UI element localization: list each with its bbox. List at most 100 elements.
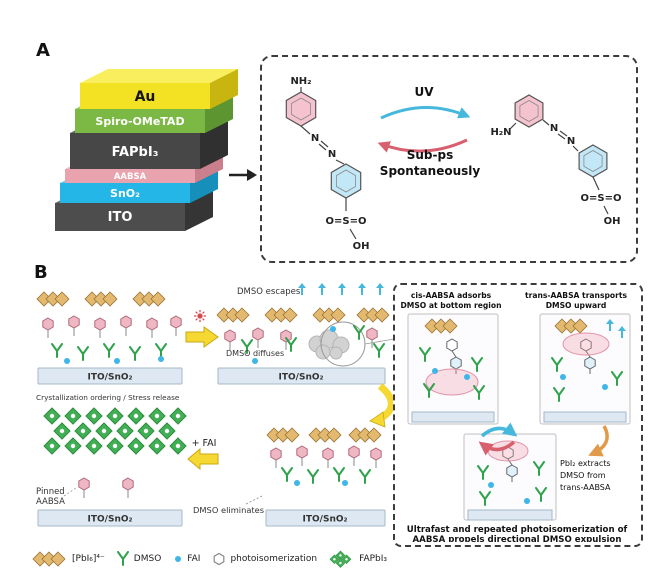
cis-hydroxyl-label: OH (353, 241, 370, 252)
process-arrow-right (185, 326, 219, 348)
trans-azo-n1-label: N (550, 123, 558, 134)
aabsa-icon (322, 447, 334, 469)
fai-icon (114, 358, 120, 364)
pinned-aabsa-icon (78, 477, 90, 499)
layer-label-ito: ITO (108, 210, 133, 225)
aabsa-icon (270, 447, 282, 469)
dmso-icon (281, 467, 293, 482)
pbi6-chain-icon (356, 307, 390, 323)
stack-to-scheme-arrow-icon (229, 169, 257, 181)
trans-azo-n2-label: N (567, 136, 575, 147)
dmso-cluster (308, 329, 350, 360)
legend-label: [PbI₆]⁴⁻ (72, 554, 105, 564)
legend-label: DMSO (133, 554, 162, 564)
layer-label-aabsa: AABSA (114, 172, 147, 182)
uv-arrow (380, 106, 471, 120)
dmso-escapes-label: DMSO escapes (237, 287, 301, 297)
fai-icon (294, 480, 300, 486)
pbi6-chain-icon (266, 427, 300, 443)
aabsa-icon (348, 445, 360, 467)
trans-amine-ring (514, 94, 544, 128)
legend: [PbI₆]⁴⁻ DMSO FAI photoisomerization FAP… (32, 550, 387, 568)
inset-panel-trans-transport (539, 313, 631, 425)
aabsa-icon (252, 327, 264, 349)
reverse-arrow (377, 138, 468, 153)
reaction-arrows: UV Sub-ps Spontaneously (377, 85, 481, 178)
cis-aabsa-molecule: NH₂ N N O=S=O OH (285, 76, 370, 252)
scene-dmso-elimination: ITO/SnO₂ DMSO eliminates (193, 427, 386, 527)
panel-b-label: B (34, 262, 48, 283)
cycle-arrow-red (478, 440, 516, 456)
spontaneously-label: Spontaneously (380, 164, 481, 178)
fai-icon (252, 358, 258, 364)
eliminates-pointer-line (245, 495, 263, 505)
up-arrow-icon (375, 282, 385, 296)
pbi6-chain-icon (424, 318, 458, 334)
inset-graphic: cis-AABSA adsorbs DMSO at bottom region … (400, 291, 631, 542)
cycle-arrow-cyan (480, 422, 518, 438)
panel-a-label: A (36, 40, 50, 61)
trans-caption-2: DMSO upward (546, 301, 607, 310)
aabsa-icon (296, 445, 308, 467)
pinned-aabsa-label-1: Pinned (36, 487, 65, 497)
photoswitch-scheme-graphic: NH₂ N N O=S=O OH UV Sub-ps Spontaneously (285, 76, 621, 252)
substrate-bar (37, 367, 183, 385)
light-icon (193, 309, 207, 323)
subps-label: Sub-ps (407, 148, 454, 162)
scene-initial: ITO/SnO₂ (36, 291, 183, 385)
dmso-icon (333, 467, 345, 482)
cis-azo-n2-label: N (328, 149, 336, 160)
substrate-bar (467, 509, 553, 521)
extract-caption-1: PbI₂ extracts (560, 459, 611, 468)
pbi6-chain-icon (36, 291, 70, 307)
mechanism-graphic: ITO/SnO₂ DMSO escapes (36, 282, 395, 527)
legend-label: photoisomerization (230, 554, 318, 564)
crystallization-title: Crystallization ordering / Stress releas… (36, 393, 180, 402)
dmso-icon (353, 325, 365, 340)
scene-dmso-escape: DMSO escapes (216, 282, 395, 385)
trans-sulfo-ring (578, 144, 608, 178)
trans-aabsa-molecule: H₂N N N O=S=O OH (490, 94, 621, 227)
legend-item-fapbi3: FAPbI₃ (329, 550, 387, 568)
fapbi3-lattice (43, 407, 187, 455)
cis-sulfonyl-label: O=S=O (326, 216, 367, 227)
legend-item-fai: FAI (173, 551, 200, 567)
substrate-bar (265, 509, 386, 527)
aabsa-icon (370, 447, 382, 469)
aabsa-icon (68, 315, 80, 337)
cis-caption-2: DMSO at bottom region (400, 301, 501, 310)
aabsa-icon (42, 317, 54, 339)
legend-item-dmso: DMSO (116, 551, 162, 567)
trans-hydroxyl-label: OH (604, 216, 621, 227)
pbi6-chain-icon (308, 427, 342, 443)
pbi6-chain-icon (84, 291, 118, 307)
dmso-eliminates-label: DMSO eliminates (193, 505, 264, 515)
pbi6-chain-icon (554, 318, 588, 334)
legend-label: FAPbI₃ (359, 554, 388, 564)
uv-label: UV (414, 85, 434, 99)
cis-amine-label: NH₂ (290, 76, 311, 87)
up-arrow-icon (317, 282, 327, 296)
zoom-connector-line (364, 338, 395, 345)
layer-label-au: Au (135, 89, 156, 105)
pbi6-chain-icon (32, 551, 66, 567)
pbi6-chain-icon (312, 307, 346, 323)
fai-icon (330, 326, 336, 332)
layer-label-fapbi3: FAPbI₃ (112, 145, 159, 160)
fai-icon (342, 480, 348, 486)
trans-caption-1: trans-AABSA transports (525, 291, 628, 300)
fai-icon (432, 368, 438, 374)
up-arrow-icon (357, 282, 367, 296)
fai-icon (64, 358, 70, 364)
trans-amine-label: H₂N (490, 127, 511, 138)
dmso-icon (129, 346, 141, 361)
pbi6-chain-icon (264, 307, 298, 323)
pinned-aabsa-icon (122, 477, 134, 499)
extract-caption-2: DMSO from (560, 471, 606, 480)
cis-amine-ring (285, 91, 317, 127)
aabsa-icon (170, 315, 182, 337)
pbi6-chain-icon (132, 291, 166, 307)
pinned-aabsa-label-2: AABSA (36, 497, 65, 507)
fai-icon (524, 498, 530, 504)
